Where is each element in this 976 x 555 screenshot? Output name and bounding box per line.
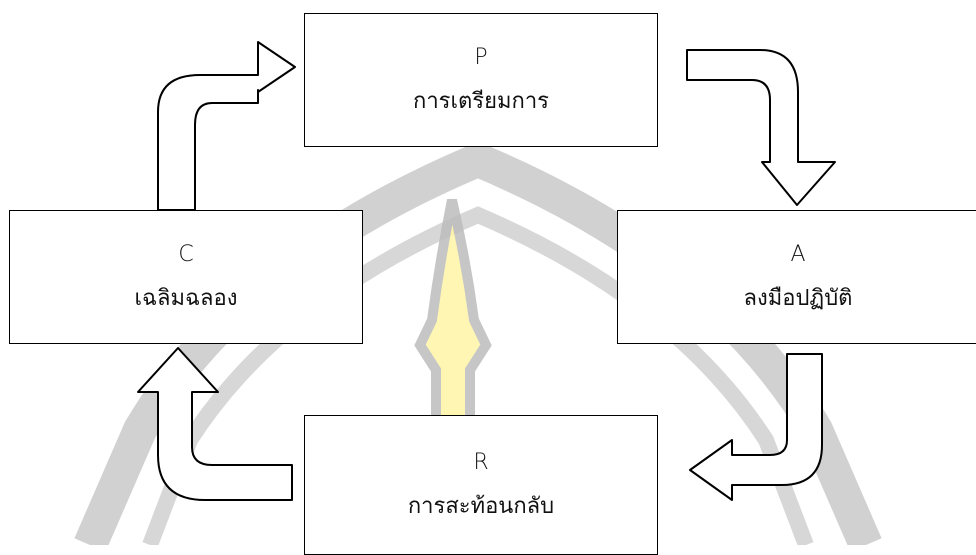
node-a-label: ลงมือปฏิบัติ bbox=[743, 286, 853, 311]
node-c-box: C เฉลิมฉลอง bbox=[9, 210, 363, 344]
node-r-letter: R bbox=[473, 450, 489, 475]
node-p-letter: P bbox=[474, 45, 488, 70]
node-c-letter: C bbox=[178, 242, 194, 267]
arrow-r-to-c bbox=[137, 347, 293, 501]
arrow-p-to-a bbox=[686, 49, 836, 206]
node-c-label: เฉลิมฉลอง bbox=[134, 286, 238, 311]
node-p-label: การเตรียมการ bbox=[413, 89, 549, 114]
node-r-box: R การสะท้อนกลับ bbox=[304, 415, 658, 555]
node-a-letter: A bbox=[790, 242, 806, 267]
node-r-label: การสะท้อนกลับ bbox=[407, 494, 555, 519]
arrow-c-to-p bbox=[157, 41, 296, 211]
node-a-box: A ลงมือปฏิบัติ bbox=[617, 210, 976, 344]
node-p-box: P การเตรียมการ bbox=[304, 13, 658, 147]
arrow-a-to-r bbox=[689, 353, 823, 501]
